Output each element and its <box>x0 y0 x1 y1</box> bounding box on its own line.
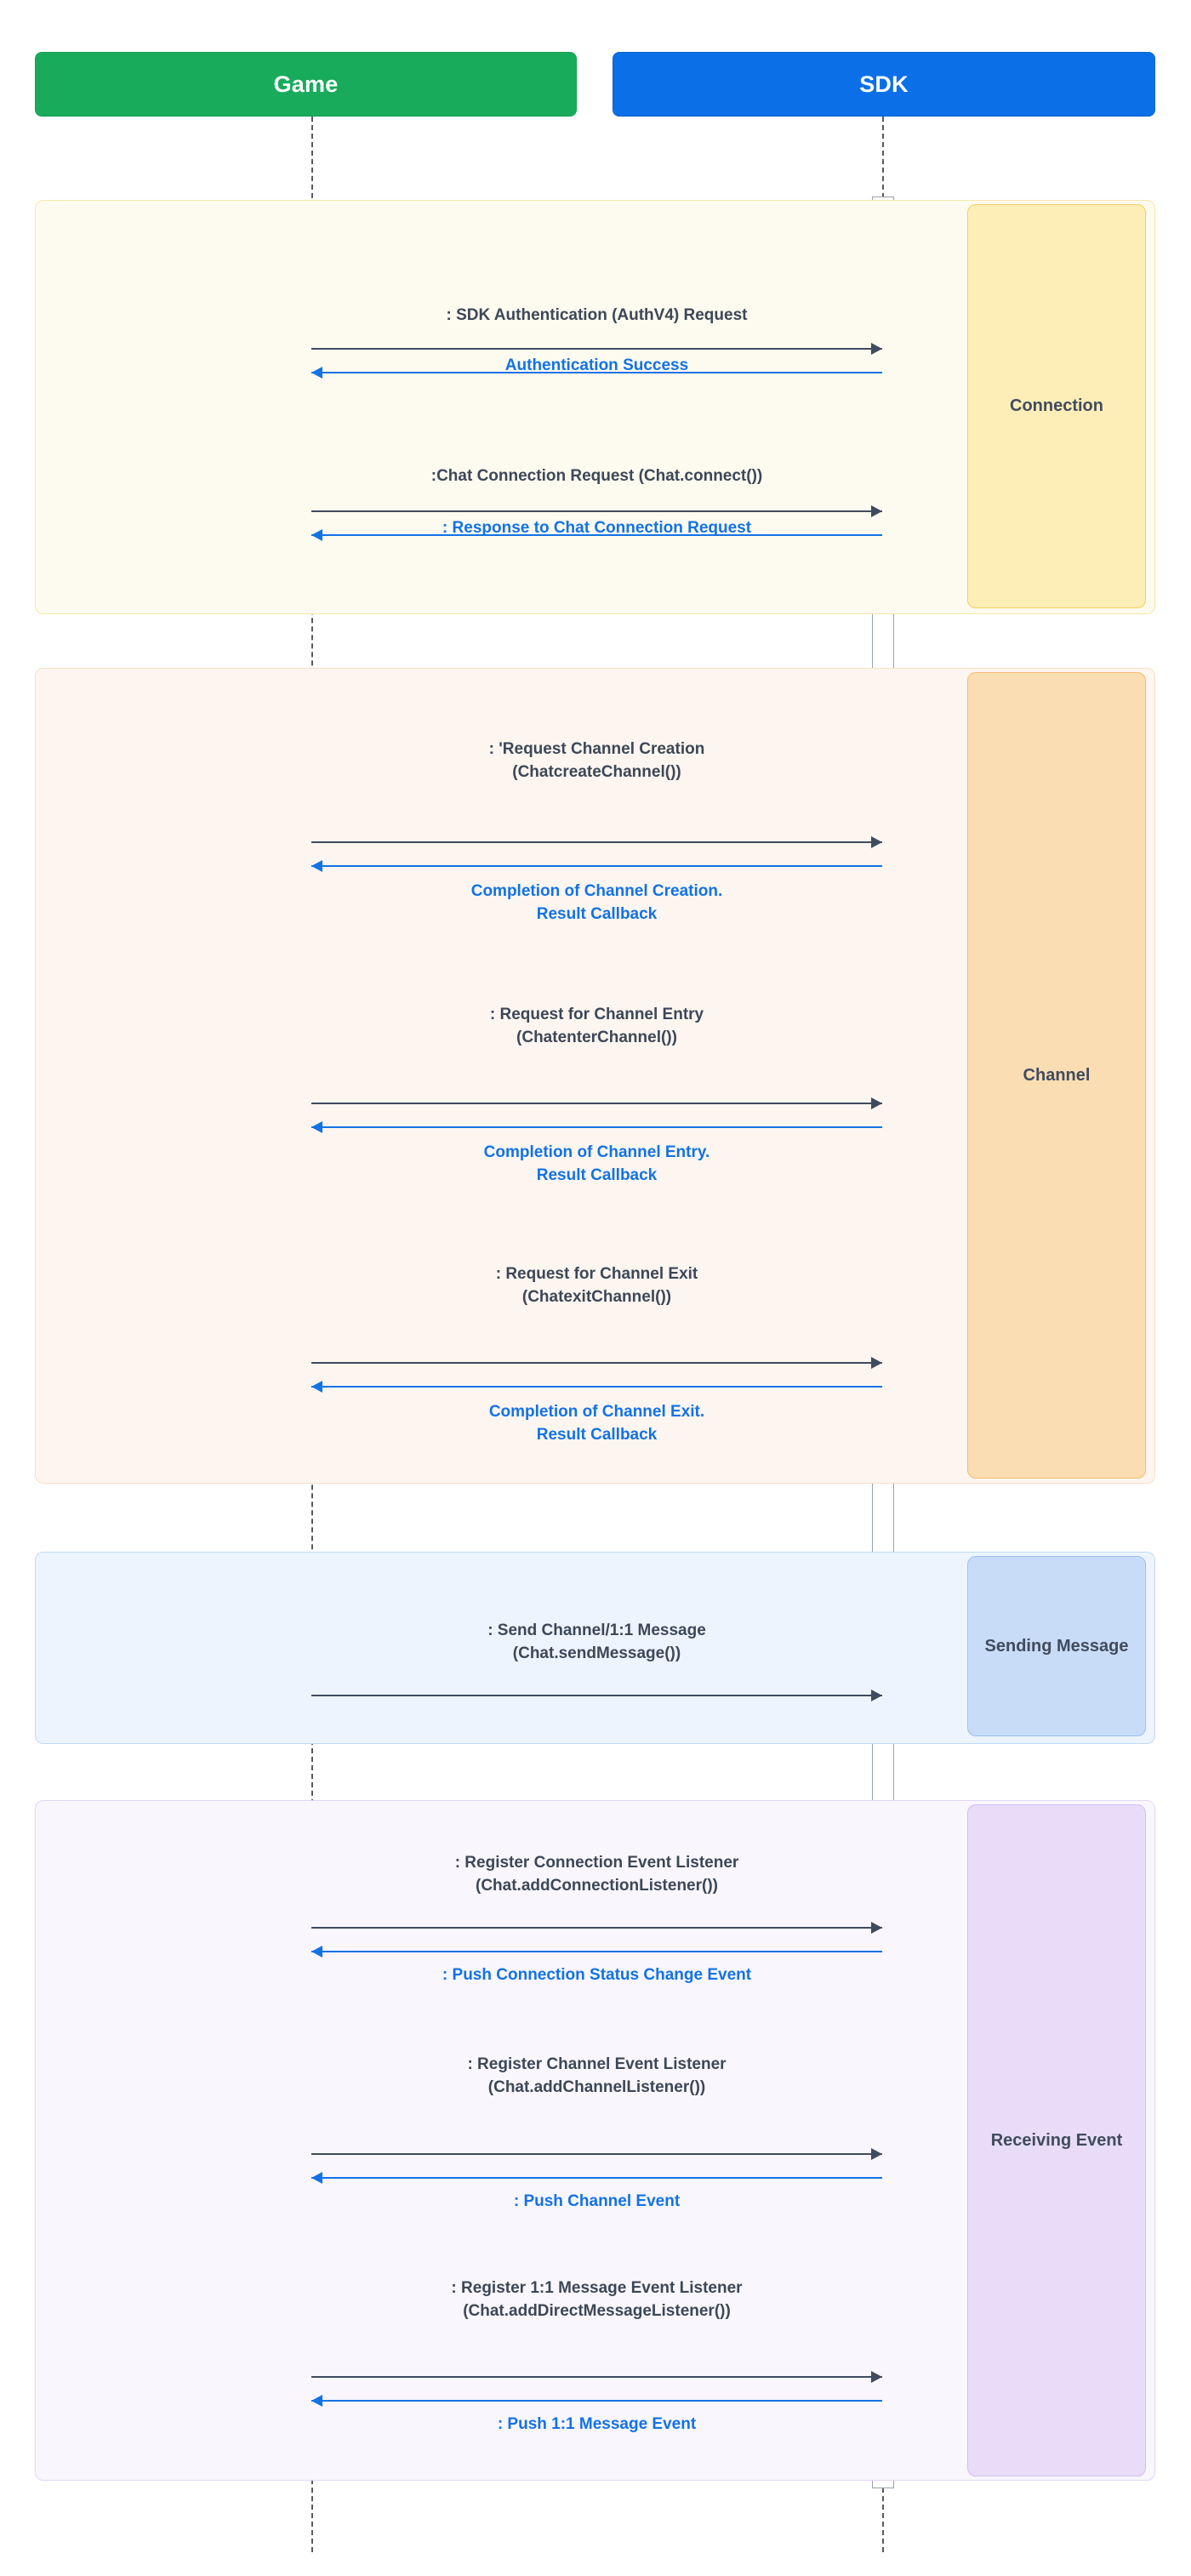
arrowhead-left-icon <box>311 1381 322 1393</box>
message-arrow-request <box>311 841 882 843</box>
message-label: : Push 1:1 Message Event <box>497 2415 697 2433</box>
section-label-channel: Channel <box>967 672 1146 1479</box>
message-label: : Push Connection Status Change Event <box>442 1966 752 1984</box>
section-label-sending-message: Sending Message <box>967 1556 1146 1736</box>
actor-game[interactable]: Game <box>35 52 577 117</box>
arrowhead-left-icon <box>311 367 322 379</box>
message-label: Completion of Channel Exit. Result Callb… <box>488 1403 705 1444</box>
arrowhead-left-icon <box>311 1946 322 1958</box>
section-label-receiving-event: Receiving Event <box>967 1804 1146 2476</box>
message-label: Completion of Channel Creation. Result C… <box>470 882 723 923</box>
message-arrow-response <box>311 1126 882 1128</box>
message-arrow-response <box>311 1386 882 1388</box>
message-label: : Register Channel Event Listener (Chat.… <box>467 2055 727 2096</box>
arrowhead-right-icon <box>871 343 882 355</box>
message-label: : Register Connection Event Listener (Ch… <box>454 1854 739 1895</box>
message-label: : SDK Authentication (AuthV4) Request <box>446 306 748 324</box>
message-arrow-request <box>311 348 882 350</box>
message-arrow-response <box>311 1951 882 1952</box>
message-arrow-response <box>311 2177 882 2179</box>
arrowhead-right-icon <box>871 505 882 517</box>
arrowhead-left-icon <box>311 2172 322 2184</box>
arrowhead-left-icon <box>311 2395 322 2407</box>
message-label: : Send Channel/1:1 Message (Chat.sendMes… <box>487 1621 706 1662</box>
arrowhead-right-icon <box>871 2371 882 2383</box>
arrowhead-left-icon <box>311 860 322 872</box>
arrowhead-right-icon <box>871 1097 882 1109</box>
message-arrow-request <box>311 1103 882 1104</box>
message-arrow-request <box>311 1927 882 1929</box>
message-arrow-response <box>311 534 882 536</box>
arrowhead-right-icon <box>871 1922 882 1934</box>
arrowhead-right-icon <box>871 1357 882 1369</box>
message-arrow-request <box>311 1362 882 1364</box>
message-arrow-request <box>311 1695 882 1696</box>
message-arrow-response <box>311 2400 882 2402</box>
message-arrow-response <box>311 865 882 867</box>
arrowhead-right-icon <box>871 1690 882 1701</box>
message-label: : 'Request Channel Creation (ChatcreateC… <box>488 740 705 781</box>
section-label-connection: Connection <box>967 204 1146 608</box>
message-arrow-request <box>311 510 882 512</box>
message-label: : Request for Channel Exit (ChatexitChan… <box>495 1265 698 1306</box>
arrowhead-left-icon <box>311 529 322 541</box>
message-arrow-response <box>311 372 882 373</box>
message-label: Authentication Success <box>504 356 689 374</box>
message-label: :Chat Connection Request (Chat.connect()… <box>430 467 763 485</box>
message-label: : Response to Chat Connection Request <box>442 519 752 537</box>
arrowhead-right-icon <box>871 836 882 848</box>
message-label: Completion of Channel Entry. Result Call… <box>483 1143 710 1184</box>
message-arrow-request <box>311 2376 882 2378</box>
actor-sdk[interactable]: SDK <box>613 52 1155 117</box>
arrowhead-left-icon <box>311 1121 322 1133</box>
message-label: : Push Channel Event <box>513 2192 681 2210</box>
arrowhead-right-icon <box>871 2148 882 2160</box>
message-label: : Register 1:1 Message Event Listener (C… <box>451 2279 743 2320</box>
message-arrow-request <box>311 2153 882 2155</box>
message-label: : Request for Channel Entry (ChatenterCh… <box>489 1006 704 1046</box>
